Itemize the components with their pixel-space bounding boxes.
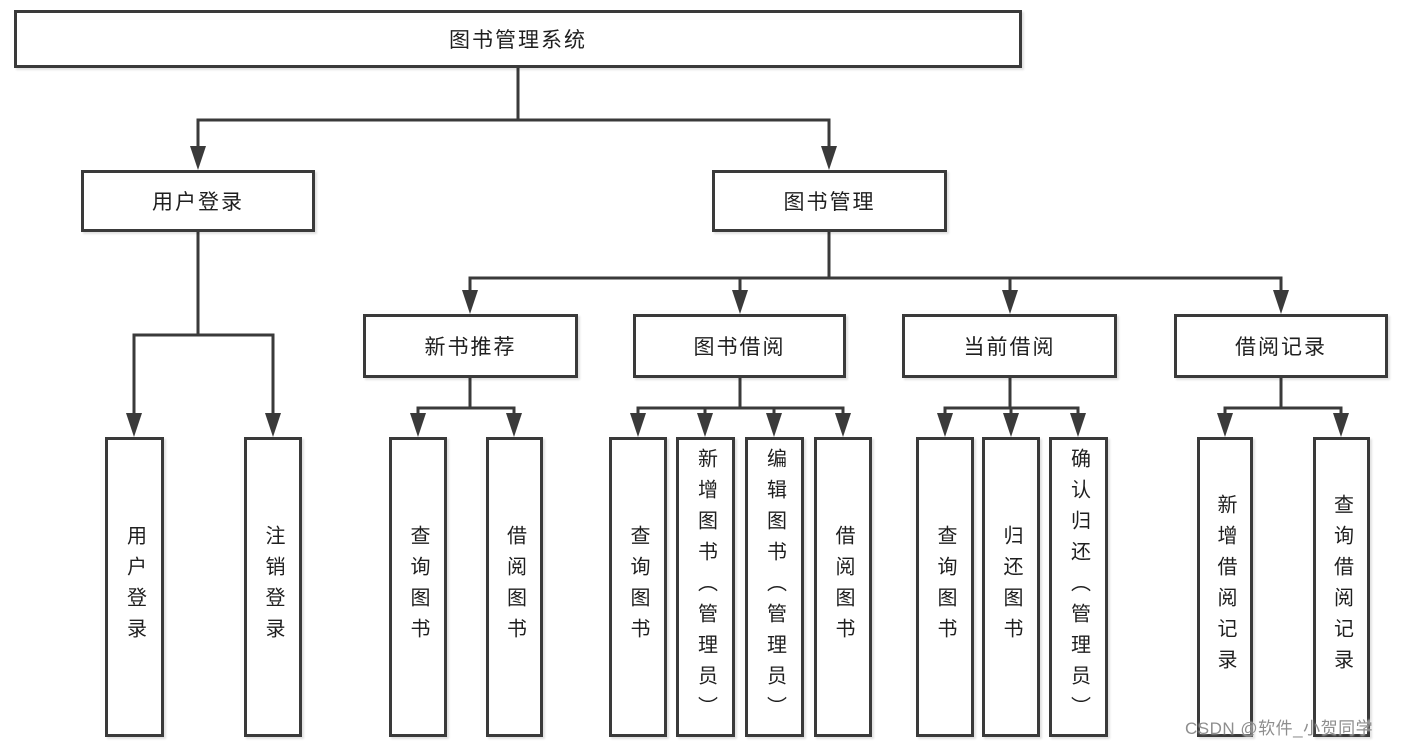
leaf-borrow-books-label: 借阅图书 <box>832 525 854 649</box>
leaf-add-book-admin-label: 新增图书（管理员） <box>694 447 717 727</box>
leaf-add-borrow-record: 新增借阅记录 <box>1197 437 1253 737</box>
leaf-add-borrow-record-label: 新增借阅记录 <box>1214 494 1236 680</box>
leaf-logout: 注销登录 <box>244 437 302 737</box>
leaf-query-borrow-record: 查询借阅记录 <box>1313 437 1370 737</box>
node-user-login: 用户登录 <box>81 170 315 232</box>
node-current-borrow: 当前借阅 <box>902 314 1117 378</box>
csdn-watermark: CSDN @软件_小贺同学 <box>1185 719 1374 738</box>
leaf-add-book-admin: 新增图书（管理员） <box>676 437 735 737</box>
leaf-query-books-recommend: 查询图书 <box>389 437 447 737</box>
node-library-management-system: 图书管理系统 <box>14 10 1022 68</box>
leaf-user-login-label: 用户登录 <box>123 525 146 649</box>
node-book-borrow: 图书借阅 <box>633 314 846 378</box>
node-book-management: 图书管理 <box>712 170 947 232</box>
leaf-query-books-current: 查询图书 <box>916 437 974 737</box>
leaf-user-login: 用户登录 <box>105 437 164 737</box>
leaf-borrow-books-recommend-label: 借阅图书 <box>503 525 526 649</box>
leaf-borrow-books: 借阅图书 <box>814 437 872 737</box>
node-new-book-recommend: 新书推荐 <box>363 314 578 378</box>
leaf-query-books-recommend-label: 查询图书 <box>407 525 429 649</box>
leaf-edit-book-admin-label: 编辑图书（管理员） <box>763 447 786 727</box>
leaf-query-books-borrow-label: 查询图书 <box>627 525 649 649</box>
leaf-confirm-return-admin-label: 确认归还（管理员） <box>1067 447 1090 727</box>
leaf-confirm-return-admin: 确认归还（管理员） <box>1049 437 1108 737</box>
leaf-return-book: 归还图书 <box>982 437 1040 737</box>
leaf-borrow-books-recommend: 借阅图书 <box>486 437 543 737</box>
leaf-query-borrow-record-label: 查询借阅记录 <box>1330 494 1353 680</box>
leaf-edit-book-admin: 编辑图书（管理员） <box>745 437 804 737</box>
leaf-logout-label: 注销登录 <box>262 525 284 649</box>
node-borrow-records: 借阅记录 <box>1174 314 1388 378</box>
leaf-query-books-borrow: 查询图书 <box>609 437 667 737</box>
leaf-return-book-label: 归还图书 <box>1000 525 1022 649</box>
leaf-query-books-current-label: 查询图书 <box>934 525 956 649</box>
